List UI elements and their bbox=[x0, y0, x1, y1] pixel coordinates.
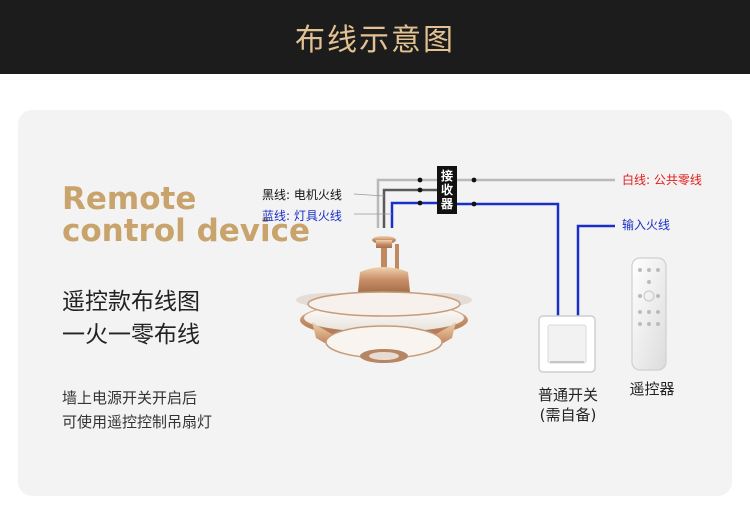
blue-wire-lamp bbox=[390, 201, 437, 228]
white-wire bbox=[376, 178, 615, 228]
chinese-heading: 遥控款布线图 一火一零布线 bbox=[62, 286, 200, 352]
ceiling-fan-light-icon bbox=[296, 236, 472, 363]
input-wire-label: 输入火线 bbox=[622, 218, 671, 232]
english-heading-line2: control device bbox=[62, 213, 311, 249]
usage-note: 墙上电源开关开启后 可使用遥控控制吊扇灯 bbox=[62, 386, 212, 434]
page-title: 布线示意图 bbox=[295, 23, 455, 58]
switch-label-line1: 普通开关 bbox=[537, 386, 598, 404]
wall-switch-icon bbox=[538, 315, 596, 373]
switch-label-line2: (需自备) bbox=[539, 406, 597, 424]
connector-dots bbox=[417, 177, 477, 207]
switch-label: 普通开关 (需自备) bbox=[528, 385, 608, 425]
english-heading: Remote control device bbox=[62, 183, 310, 247]
receiver-char-1: 接 bbox=[440, 169, 453, 183]
usage-note-line2: 可使用遥控控制吊扇灯 bbox=[62, 413, 213, 431]
chinese-heading-line1: 遥控款布线图 bbox=[62, 289, 200, 315]
remote-label: 遥控器 bbox=[629, 380, 675, 398]
label-leaders bbox=[353, 193, 392, 215]
white-wire-label: 白线: 公共零线 bbox=[622, 173, 702, 187]
black-wire-label: 黑线: 电机火线 bbox=[262, 188, 342, 202]
remote-control-icon bbox=[631, 257, 667, 371]
header-banner: 布线示意图 bbox=[0, 0, 750, 74]
receiver-char-2: 收 bbox=[440, 183, 453, 197]
english-heading-line1: Remote bbox=[62, 181, 197, 217]
chinese-heading-line2: 一火一零布线 bbox=[62, 322, 200, 348]
receiver-char-3: 器 bbox=[440, 197, 453, 211]
input-live-wire bbox=[576, 224, 615, 318]
receiver-box: 接 收 器 bbox=[437, 166, 457, 214]
blue-wire-label: 蓝线: 灯具火线 bbox=[262, 209, 342, 223]
blue-wire-switch bbox=[457, 202, 560, 318]
usage-note-line1: 墙上电源开关开启后 bbox=[62, 389, 198, 407]
